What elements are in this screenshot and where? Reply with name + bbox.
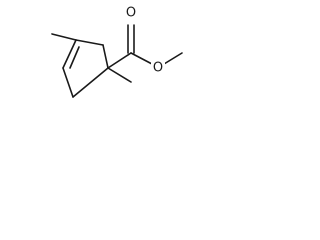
bond-ring-double-inner bbox=[69, 46, 80, 69]
molecule-structure: O O bbox=[51, 5, 183, 98]
bond-ring-c4-c3 bbox=[62, 39, 77, 69]
bond-ester-o-methyl bbox=[163, 52, 183, 65]
bond-c1-carbonyl bbox=[107, 52, 132, 69]
bond-methyl-c1 bbox=[107, 67, 132, 83]
bond-ring-c2-c1 bbox=[102, 44, 109, 69]
bond-methyl-c3 bbox=[51, 33, 77, 41]
bond-ring-c1-c5 bbox=[72, 67, 109, 98]
structure-canvas: O O bbox=[0, 0, 206, 106]
carbonyl-oxygen-label: O bbox=[126, 6, 136, 21]
bond-ring-c3-c2 bbox=[75, 39, 104, 46]
ester-oxygen-label: O bbox=[153, 61, 163, 76]
bond-carbonyl-ester-o bbox=[130, 52, 153, 65]
bond-ring-c5-c4 bbox=[62, 67, 74, 98]
